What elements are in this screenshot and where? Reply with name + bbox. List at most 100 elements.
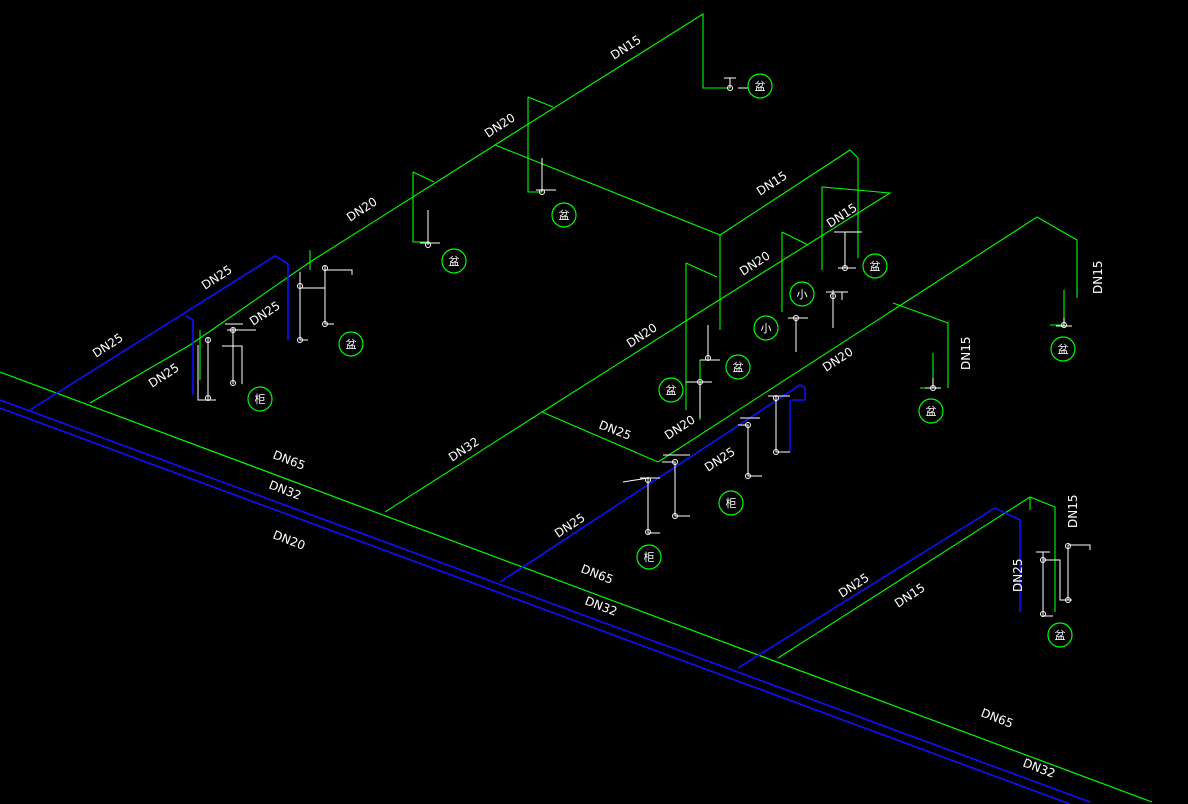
label-dn15-right-2: DN15 [1091,261,1105,295]
fixture-circle-6 [862,253,888,279]
pipe-branch-dn15-c [892,302,949,388]
fixture-circle-7 [789,281,815,307]
fixture-mark-12: 盆 [1058,342,1069,356]
fixture-circle-14 [636,544,662,570]
pipe-main-dn32 [0,399,1091,803]
valve-fixture-10 [700,325,720,361]
fixture-mark-10: 盆 [666,383,677,397]
fixture-mark-14: 柜 [644,551,655,564]
pipe-blue-dn25-left [29,255,289,411]
fixture-circle-2 [551,202,577,228]
valve-fixture-8 [826,290,848,328]
label-dn25-right-vertical: DN25 [1011,559,1025,593]
fixture-circles [247,73,1076,648]
drop-1 [412,172,430,243]
fixture-circle-15 [1047,622,1073,648]
fixture-circle-12 [1050,336,1076,362]
pipe-blue-dn25-mid [499,384,806,583]
pipe-blue-dn25-left-drop [185,315,194,395]
fixture-mark-2: 盆 [559,208,570,222]
label-dn25-left-4: DN25 [247,299,283,329]
fixture-mark-4: 盆 [346,337,357,351]
fixture-circle-9 [725,354,751,380]
fixture-mark-8: 小 [761,322,772,335]
fixture-circle-8 [753,315,779,341]
valve-fixture-9 [788,317,808,352]
label-dn15-right-3: DN15 [1066,495,1080,529]
fixture-mark-1: 盆 [755,79,766,93]
label-dn20-mid-1: DN20 [624,321,660,351]
fixture-mark-9: 盆 [733,360,744,374]
fixture-circle-10 [658,377,684,403]
fixture-circle-4 [338,331,364,357]
drop-2-head [527,96,554,108]
pipe-blue-dn25-right [737,507,1021,669]
valve-fixture-12 [622,477,660,534]
valve-fixture-15 [768,395,790,453]
fixture-mark-13: 柜 [726,497,737,510]
label-dn15-right-4: DN15 [892,581,928,611]
pipe-branch-dn15-a [719,149,859,258]
valve-fixture-14 [738,417,762,477]
label-dn25-blue-left: DN25 [90,331,126,361]
drop-5-head [781,231,809,246]
fixture-marks: 盆 盆 盆 盆 柜 盆 小 小 盆 盆 盆 盆 柜 柜 盆 [255,79,1069,642]
label-dn32-main-1: DN32 [267,478,303,503]
valve-fixture-2 [222,323,256,384]
drop-9 [1050,290,1065,326]
blue-branches [29,255,1021,669]
label-dn15-mid-1: DN15 [754,169,790,199]
fixture-mark-15: 盆 [1055,628,1066,642]
label-dn20-upper-2: DN20 [482,111,518,141]
pipe-branch-dn15-b [699,186,892,313]
label-dn65-main-2: DN65 [579,562,615,587]
label-dn25-left-2: DN25 [146,361,182,391]
label-dn15-mid-2: DN15 [824,201,860,231]
valve-fixture-6 [724,77,748,89]
fixture-mark-3: 盆 [449,254,460,268]
label-dn20-right-2: DN20 [820,345,856,375]
fixture-mark-7: 小 [797,288,808,301]
valve-fixture-1 [197,338,216,401]
fixture-circle-3 [441,248,467,274]
label-dn25-blue-mid-1: DN25 [702,445,738,475]
label-dn20-main: DN20 [271,528,307,553]
drop-8 [920,353,934,389]
pipe-main-dn65 [0,371,1153,803]
drop-4-head [685,262,718,278]
label-dn25-link: DN25 [597,418,633,443]
valve-fixture-5 [420,210,440,245]
label-dn20-mid-2: DN20 [737,249,773,279]
valve-fixture-16 [925,378,941,389]
main-dn65-green [0,371,1153,803]
drop-2 [527,97,542,193]
valve-fixture-18 [1036,544,1091,617]
label-dn25-left-3: DN25 [199,263,235,293]
pipe-size-labels: DN65 DN32 DN20 DN65 DN32 DN65 DN32 DN25 … [90,33,1105,781]
label-dn65-main-1: DN65 [271,448,307,473]
pipe-branch-dn25-link [541,411,659,463]
label-dn32-main-2: DN32 [583,594,619,619]
fixture-circle-5 [247,386,273,412]
pipe-main-dn20 [0,407,1071,804]
valve-fixture-11 [686,381,712,418]
pipe-branch-dn20-right [657,216,1078,463]
fixture-circle-13 [718,490,744,516]
valve-fixtures [197,77,1091,617]
fixture-mark-6: 盆 [870,259,881,273]
label-dn15-top: DN15 [608,33,644,63]
main-blue-pipes [0,399,1091,804]
fixture-circle-11 [918,398,944,424]
label-dn20-right-1: DN20 [662,413,698,443]
green-branches [89,13,1078,659]
fixture-mark-11: 盆 [926,404,937,418]
valve-fixture-3 [299,266,353,341]
valve-fixture-13 [662,454,690,517]
fixture-mark-5: 柜 [255,393,266,406]
label-dn32-branch: DN32 [446,435,482,465]
label-dn20-upper-1: DN20 [344,195,380,225]
label-dn15-right-1: DN15 [959,337,973,371]
drop-1-head [412,171,435,183]
